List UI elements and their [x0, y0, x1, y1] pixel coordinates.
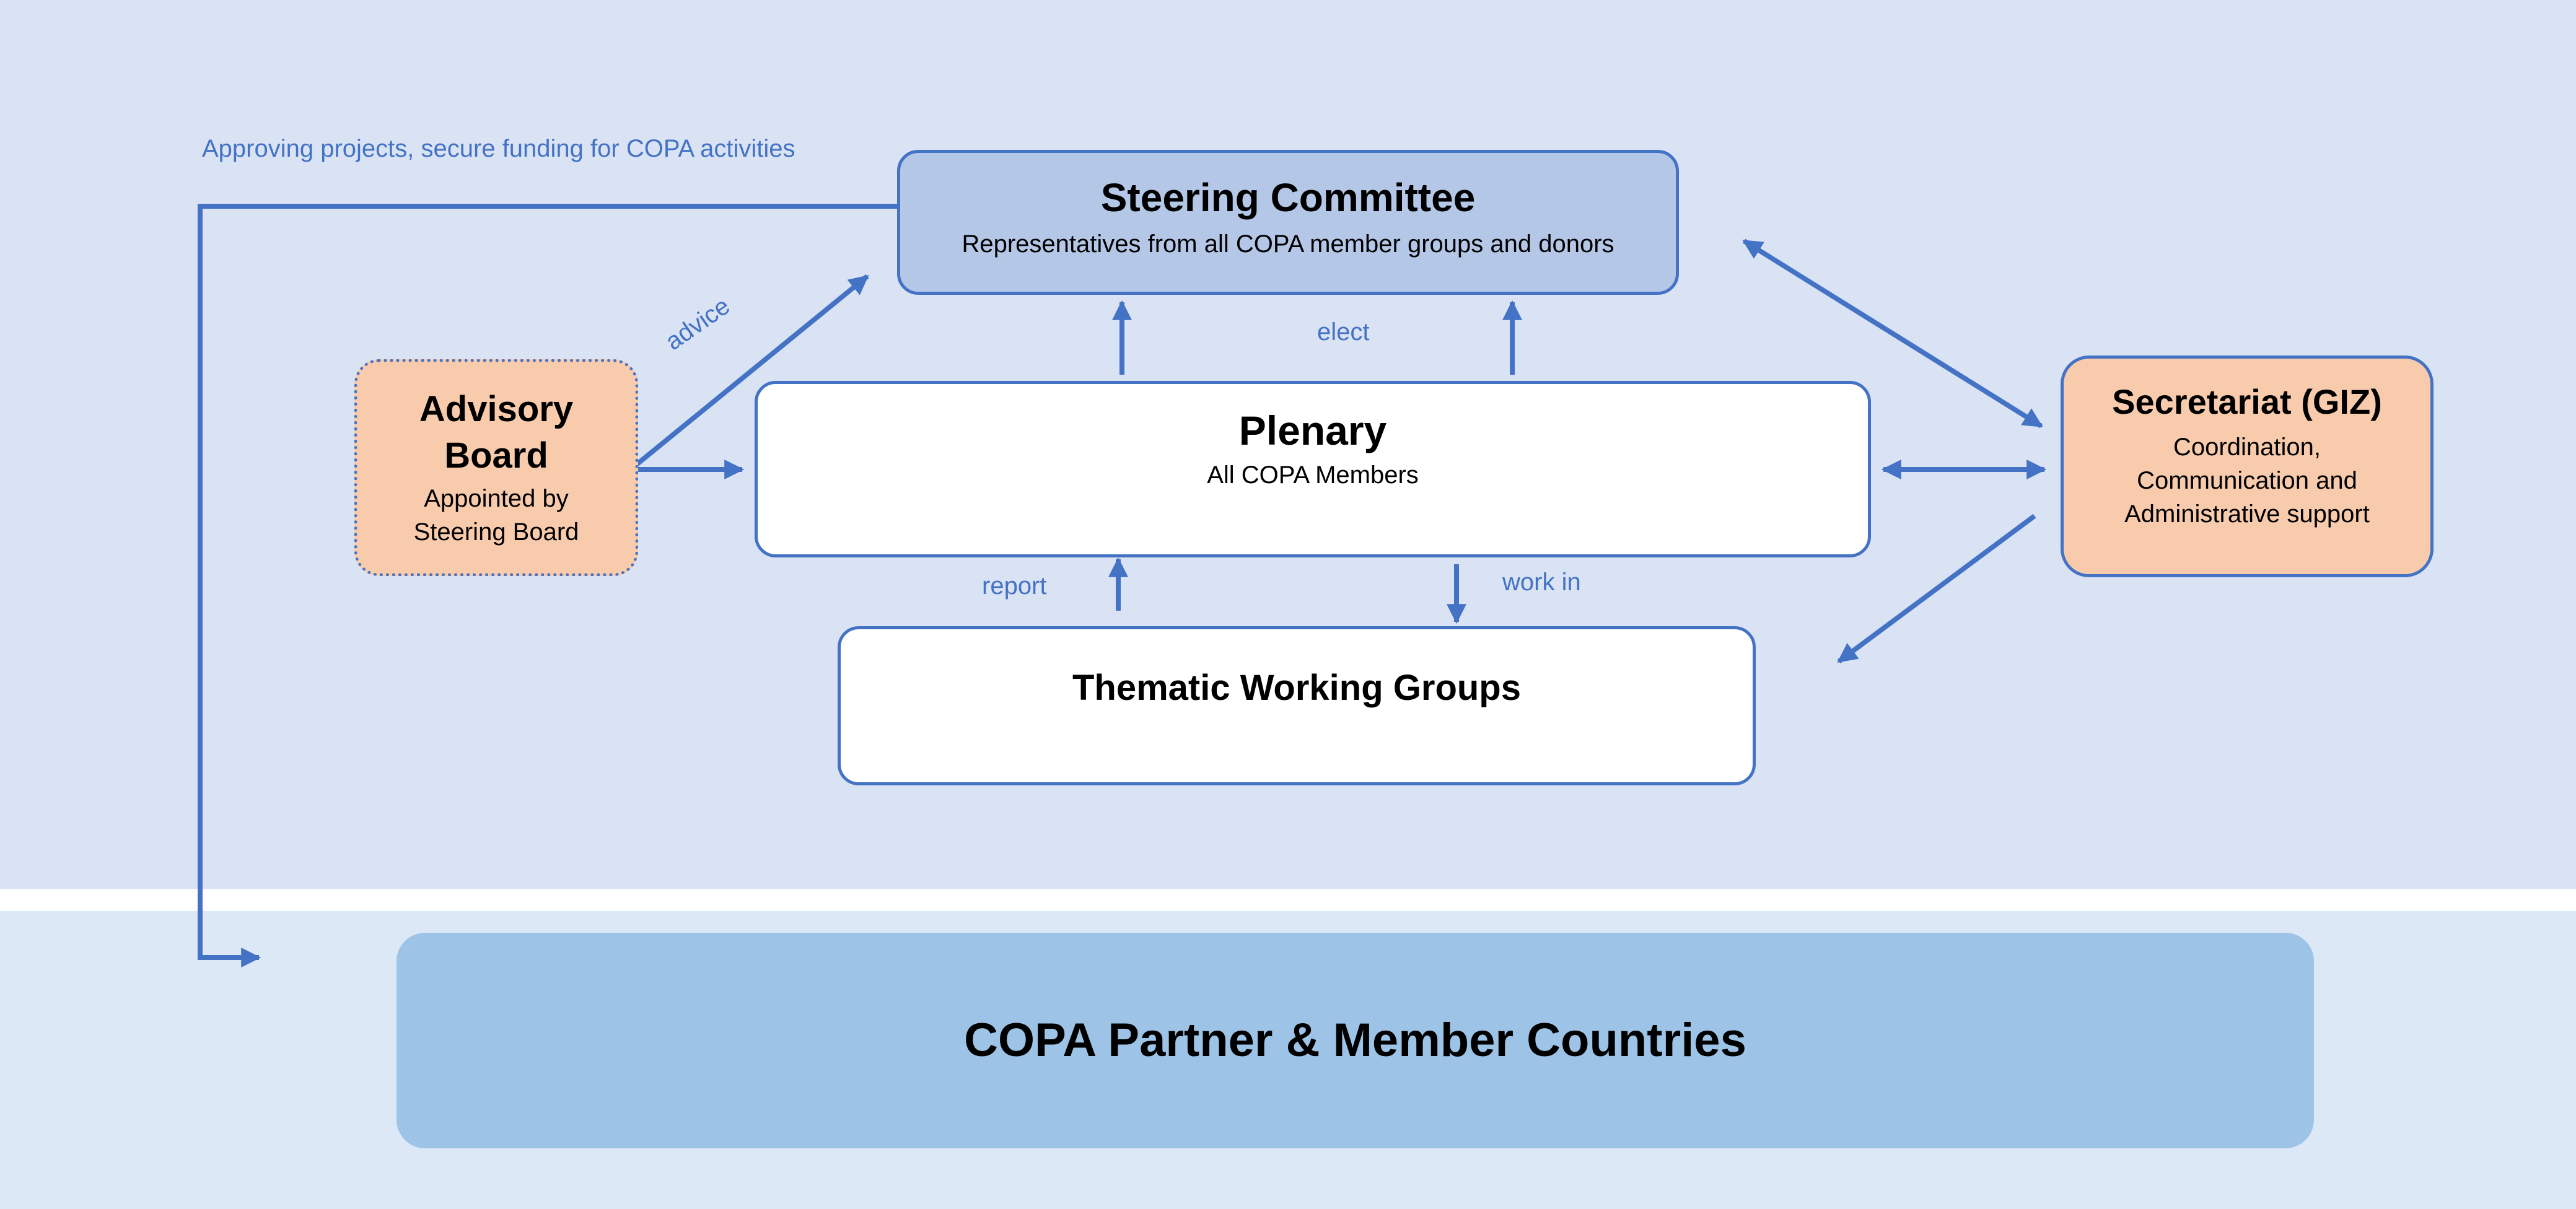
- advisory-board-subtitle-line1: Appointed by: [424, 484, 569, 512]
- plenary-node: Plenary All COPA Members: [755, 381, 1871, 557]
- secretariat-to-groups-arrow: [1837, 513, 2036, 664]
- secretariat-node: Secretariat (GIZ) Coordination, Communic…: [2061, 356, 2434, 577]
- steering-secretariat-arrow: [1742, 238, 2043, 429]
- work-in-label: work in: [1502, 569, 1581, 596]
- steering-committee-node: Steering Committee Representatives from …: [897, 150, 1679, 295]
- approving-connector: [198, 204, 897, 967]
- secretariat-subtitle-line3: Administrative support: [2124, 500, 2370, 528]
- secretariat-subtitle-line2: Communication and: [2137, 467, 2357, 495]
- elect-label: elect: [1317, 318, 1370, 346]
- secretariat-title: Secretariat (GIZ): [2112, 382, 2382, 421]
- plenary-title: Plenary: [1238, 408, 1387, 453]
- plenary-subtitle: All COPA Members: [1207, 461, 1419, 489]
- advisory-board-title-line2: Board: [444, 435, 548, 476]
- steering-committee-subtitle: Representatives from all COPA member gro…: [962, 230, 1614, 258]
- working-groups-node: Thematic Working Groups: [838, 626, 1756, 785]
- approving-label: Approving projects, secure funding for C…: [202, 135, 795, 162]
- advisory-board-title-line1: Advisory: [419, 389, 574, 429]
- separator-band: [0, 889, 2576, 911]
- advisory-board-node: Advisory Board Appointed by Steering Boa…: [354, 359, 638, 576]
- advisory-board-subtitle-line2: Steering Board: [413, 518, 579, 546]
- member-countries-node: COPA Partner & Member Countries: [396, 933, 2314, 1148]
- steering-committee-title: Steering Committee: [1100, 175, 1476, 220]
- secretariat-subtitle-line1: Coordination,: [2173, 434, 2321, 461]
- member-countries-title: COPA Partner & Member Countries: [964, 1014, 1746, 1067]
- working-groups-title: Thematic Working Groups: [1072, 668, 1521, 708]
- report-label: report: [982, 572, 1047, 600]
- advice-arrow: [633, 274, 869, 468]
